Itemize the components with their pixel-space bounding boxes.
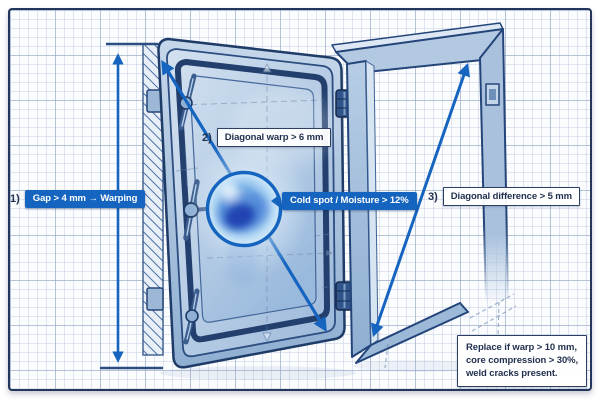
closed-door-shadow xyxy=(160,366,356,380)
moisture-streak xyxy=(226,234,258,286)
cold-spot-ring xyxy=(205,170,283,248)
open-frame-shadow xyxy=(353,360,477,372)
replace-criteria-note: Replace if warp > 10 mm, core compressio… xyxy=(457,335,588,388)
diagonal-warp-box: Diagonal warp > 6 mm xyxy=(216,128,332,147)
cold-spot-lens xyxy=(190,134,310,286)
latch-keeper-slot xyxy=(489,89,496,100)
annotation-1-number: 1) xyxy=(10,193,20,205)
annotation-diagonal-warp: 2) Diagonal warp > 6 mm xyxy=(202,128,332,147)
replace-note-line-1: Replace if warp > 10 mm, xyxy=(466,342,577,353)
annotation-cold-spot: Cold spot / Moisture > 12% xyxy=(271,192,417,210)
annotation-diagonal-difference: 3) Diagonal difference > 5 mm xyxy=(428,187,580,206)
gap-warping-badge: Gap > 4 mm → Warping xyxy=(24,190,146,208)
cold-spot-badge: Cold spot / Moisture > 12% xyxy=(282,192,417,210)
annotation-2-number: 2) xyxy=(202,131,212,144)
frame-right-jamb xyxy=(479,28,509,307)
replace-note-line-3: weld cracks present. xyxy=(466,368,558,380)
diagonal-difference-box: Diagonal difference > 5 mm xyxy=(442,187,580,206)
annotation-gap-warping: 1) Gap > 4 mm → Warping xyxy=(10,190,146,208)
callout-pointer-icon xyxy=(271,195,279,207)
annotation-3-number: 3) xyxy=(428,190,438,203)
replace-note-line-2: core compression > 30%, xyxy=(466,355,579,367)
door-clamp-bottom xyxy=(146,287,164,311)
cold-spot-thermal-blob xyxy=(217,182,269,233)
diagonal-difference-arrow xyxy=(371,62,470,338)
